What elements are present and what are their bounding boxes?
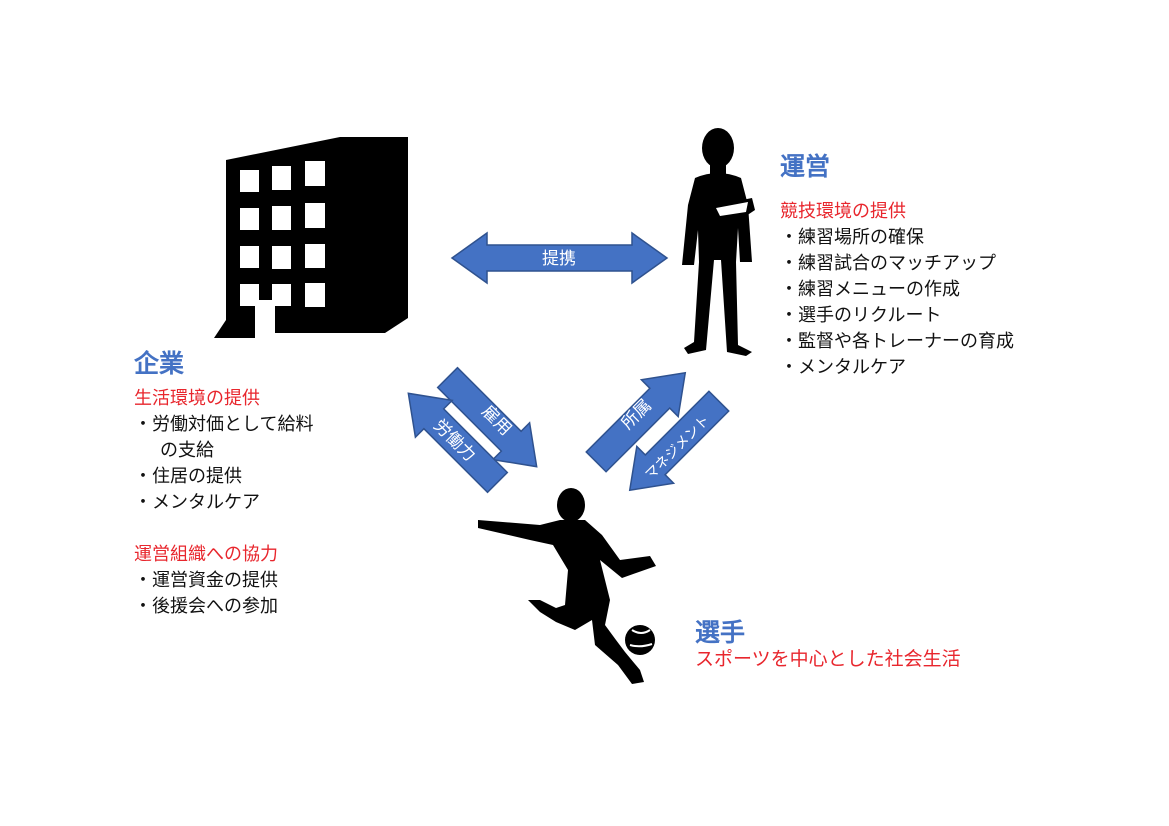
company-details: 生活環境の提供 ・労働対価として給料 の支給 ・住居の提供 ・メンタルケア 運営… <box>134 386 313 620</box>
list-item: ・メンタルケア <box>134 492 260 513</box>
company-section-title: 生活環境の提供 <box>134 388 260 409</box>
affiliation-arrow <box>585 371 687 473</box>
list-item: ・後援会への参加 <box>134 596 278 617</box>
list-item: ・監督や各トレーナーの育成 <box>780 331 1014 352</box>
company-section-title: 運営組織への協力 <box>134 544 278 565</box>
list-item: ・練習メニューの作成 <box>780 279 960 300</box>
company-heading: 企業 <box>134 349 185 378</box>
building-icon <box>214 137 408 338</box>
coach-silhouette-icon <box>682 128 755 356</box>
employment-arrow <box>436 366 538 468</box>
player-silhouette-icon <box>478 488 656 684</box>
list-item: ・練習試合のマッチアップ <box>780 253 996 274</box>
partnership-arrow <box>450 231 669 285</box>
list-item: の支給 <box>160 440 214 461</box>
list-item: ・労働対価として給料 <box>134 414 314 435</box>
player-subtitle: スポーツを中心とした社会生活 <box>695 648 961 670</box>
list-item: ・選手のリクルート <box>780 305 942 326</box>
management-list: ・練習場所の確保 ・練習試合のマッチアップ ・練習メニューの作成 ・選手のリクル… <box>780 225 1014 381</box>
labor-arrow <box>407 392 509 494</box>
list-item: ・メンタルケア <box>780 357 906 378</box>
management-section-title: 競技環境の提供 <box>780 201 906 222</box>
management-details: 競技環境の提供 ・練習場所の確保 ・練習試合のマッチアップ ・練習メニューの作成… <box>780 199 1014 381</box>
company-list: ・労働対価として給料 の支給 ・住居の提供 ・メンタルケア <box>134 412 313 516</box>
player-heading: 選手 <box>695 618 746 647</box>
list-item: ・住居の提供 <box>134 466 242 487</box>
company-list: ・運営資金の提供 ・後援会への参加 <box>134 568 313 620</box>
partnership-label: 提携 <box>542 249 576 269</box>
management-heading: 運営 <box>780 152 831 181</box>
management-arrow <box>628 390 730 492</box>
list-item: ・運営資金の提供 <box>134 570 278 591</box>
list-item: ・練習場所の確保 <box>780 227 924 248</box>
